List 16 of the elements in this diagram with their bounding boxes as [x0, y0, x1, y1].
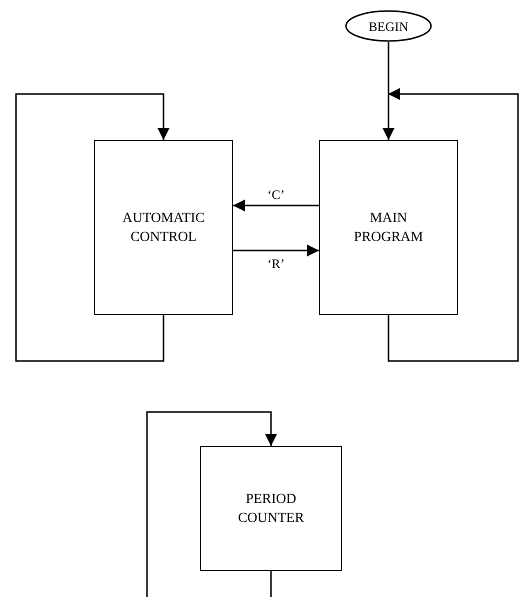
- terminal-ellipse: [345, 10, 432, 42]
- process-box: [319, 140, 458, 315]
- edge-label: ‘C’: [266, 188, 286, 202]
- process-box: [200, 446, 342, 571]
- node-label: PERIOD COUNTER: [236, 490, 306, 528]
- edge-label: ‘R’: [266, 256, 286, 270]
- process-box: [94, 140, 233, 315]
- node-label: MAIN PROGRAM: [352, 210, 424, 246]
- node-label: AUTOMATIC CONTROL: [121, 210, 206, 246]
- arrow: [15, 93, 170, 362]
- arrow: [146, 411, 277, 597]
- node-label: BEGIN: [368, 18, 408, 36]
- arrow: [233, 244, 319, 256]
- arrow: [382, 42, 394, 140]
- arrow: [233, 200, 319, 212]
- arrow: [388, 88, 519, 362]
